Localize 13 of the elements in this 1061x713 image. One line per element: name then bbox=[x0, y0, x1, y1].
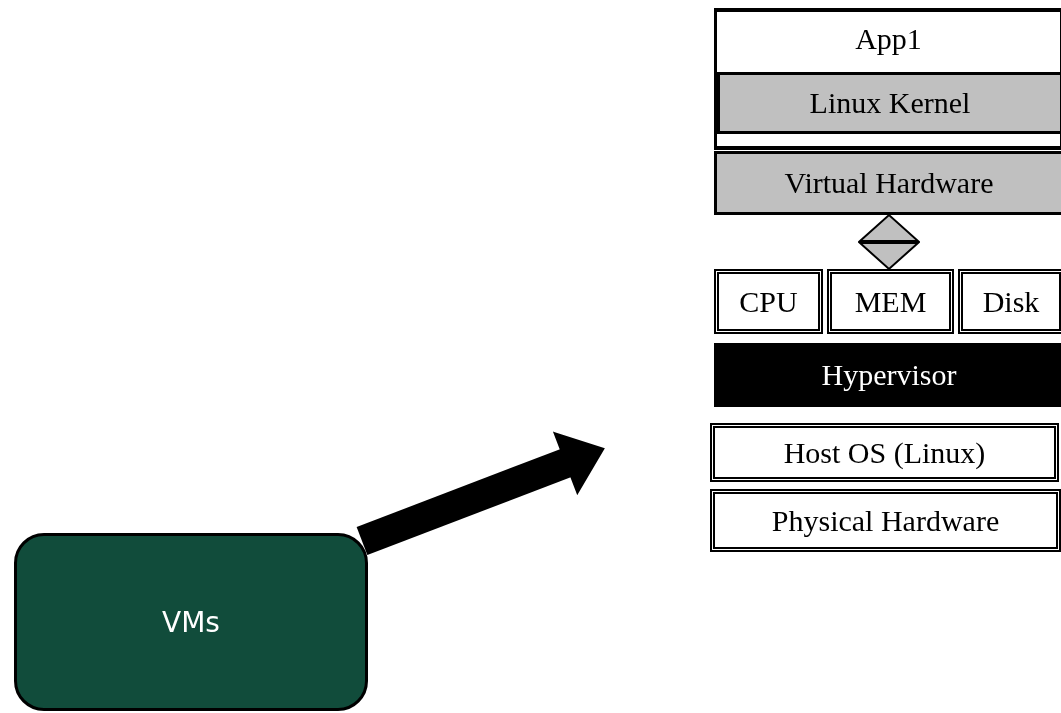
block-arrow bbox=[356, 432, 605, 555]
layer-box: Physical Hardware bbox=[710, 489, 1061, 552]
layer-box: MEM bbox=[827, 269, 954, 334]
layer-title: App1 bbox=[855, 22, 922, 56]
layer-box: CPU bbox=[714, 269, 823, 334]
layer-box: Host OS (Linux) bbox=[710, 423, 1059, 482]
vm-stack-box bbox=[714, 8, 1061, 150]
double-arrow bbox=[859, 214, 919, 270]
layer-box: Virtual Hardware bbox=[714, 151, 1061, 215]
layer-box: Hypervisor bbox=[714, 343, 1061, 407]
layer-box: Linux Kernel bbox=[717, 72, 1061, 134]
layer-box: Disk bbox=[958, 269, 1061, 334]
vm-box: VMs bbox=[14, 533, 368, 711]
